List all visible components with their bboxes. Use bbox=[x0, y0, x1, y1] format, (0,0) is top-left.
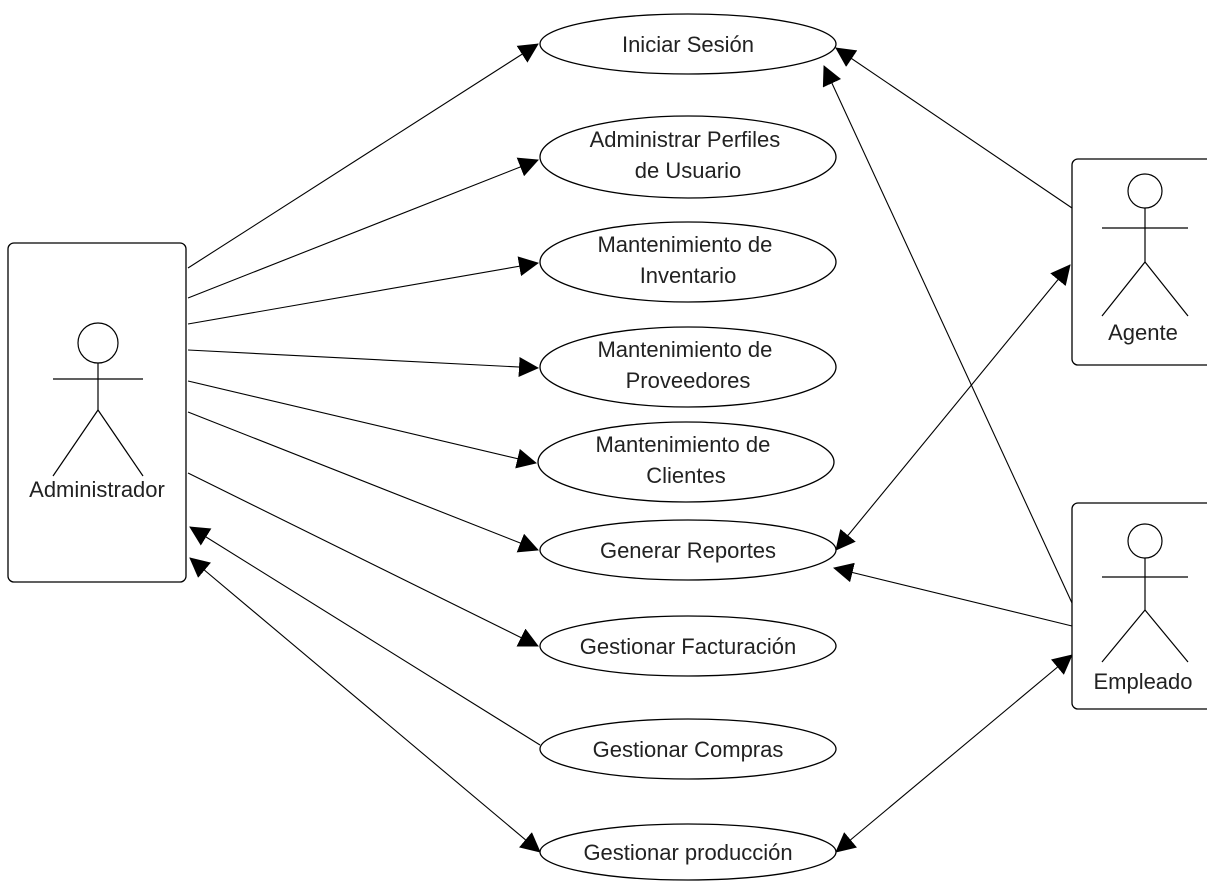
relationship-administrador-mant-inventario bbox=[187, 256, 539, 325]
use-case-mant-inventario[interactable]: Mantenimiento de Inventario bbox=[539, 221, 837, 303]
use-case-ellipse bbox=[539, 326, 837, 408]
use-case-label-line: Inventario bbox=[640, 263, 737, 288]
use-case-gestionar-facturacion[interactable]: Gestionar Facturación bbox=[539, 615, 837, 677]
relationship-agente-iniciar-sesion bbox=[835, 47, 1073, 209]
stick-figure-icon bbox=[1101, 173, 1189, 317]
relationship-empleado-gestionar-produccion bbox=[835, 654, 1073, 853]
use-case-label: Gestionar Compras bbox=[593, 737, 784, 762]
use-case-ellipse bbox=[539, 519, 837, 581]
use-case-label: Generar Reportes bbox=[600, 538, 776, 563]
use-case-label-line: Gestionar Facturación bbox=[580, 634, 796, 659]
relationship-empleado-iniciar-sesion bbox=[822, 65, 1073, 604]
use-case-label: Gestionar producción bbox=[583, 840, 792, 865]
use-case-mant-proveedores[interactable]: Mantenimiento de Proveedores bbox=[539, 326, 837, 408]
use-case-label-line: Generar Reportes bbox=[600, 538, 776, 563]
use-case-label-line: Mantenimiento de bbox=[597, 337, 772, 362]
use-case-label: Mantenimiento de Proveedores bbox=[597, 337, 778, 393]
use-case-ellipse bbox=[539, 718, 837, 780]
relationship-administrador-iniciar-sesion bbox=[187, 43, 539, 269]
relationship-administrador-mant-proveedores bbox=[187, 349, 539, 378]
use-case-label-line: Proveedores bbox=[626, 368, 751, 393]
relationship-administrador-administrar-perfiles bbox=[187, 157, 539, 299]
use-case-generar-reportes[interactable]: Generar Reportes bbox=[539, 519, 837, 581]
use-case-label-line: Gestionar Compras bbox=[593, 737, 784, 762]
use-case-ellipse bbox=[537, 421, 835, 503]
use-case-label-line: Mantenimiento de bbox=[595, 432, 770, 457]
actor-box bbox=[1071, 158, 1207, 366]
use-case-label-line: Gestionar producción bbox=[583, 840, 792, 865]
use-case-label: Gestionar Facturación bbox=[580, 634, 796, 659]
use-case-gestionar-compras[interactable]: Gestionar Compras bbox=[539, 718, 837, 780]
actor-label: Empleado bbox=[1093, 669, 1192, 694]
relationship-gestionar-compras-administrador bbox=[189, 526, 541, 746]
use-case-label-line: Mantenimiento de bbox=[597, 232, 772, 257]
use-case-label: Iniciar Sesión bbox=[622, 32, 754, 57]
use-case-label: Mantenimiento de Inventario bbox=[597, 232, 778, 288]
use-case-gestionar-produccion[interactable]: Gestionar producción bbox=[539, 823, 837, 881]
actor-administrador[interactable]: Administrador bbox=[7, 242, 187, 583]
use-case-label-line: de Usuario bbox=[635, 158, 741, 183]
actor-agente[interactable]: Agente bbox=[1071, 158, 1207, 366]
use-case-label-line: Clientes bbox=[646, 463, 725, 488]
relationship-lines bbox=[187, 43, 1073, 853]
actor-empleado[interactable]: Empleado bbox=[1071, 502, 1207, 710]
use-case-iniciar-sesion[interactable]: Iniciar Sesión bbox=[539, 13, 837, 75]
use-case-ellipse bbox=[539, 221, 837, 303]
use-case-label: Administrar Perfiles de Usuario bbox=[590, 127, 787, 183]
use-case-ellipse bbox=[539, 615, 837, 677]
use-case-label: Mantenimiento de Clientes bbox=[595, 432, 776, 488]
relationship-empleado-generar-reportes bbox=[833, 562, 1073, 627]
stick-figure-icon bbox=[52, 322, 144, 477]
use-case-label-line: Iniciar Sesión bbox=[622, 32, 754, 57]
relationship-administrador-gestionar-facturacion bbox=[187, 472, 539, 647]
relationship-agente-generar-reportes bbox=[835, 264, 1071, 551]
use-case-mant-clientes[interactable]: Mantenimiento de Clientes bbox=[537, 421, 835, 503]
actor-label: Administrador bbox=[29, 477, 165, 502]
relationship-administrador-mant-clientes bbox=[187, 380, 537, 469]
actor-label: Agente bbox=[1108, 320, 1178, 345]
use-case-ellipse bbox=[539, 823, 837, 881]
use-case-ellipse bbox=[539, 115, 837, 199]
stick-figure-icon bbox=[1101, 523, 1189, 663]
relationship-administrador-generar-reportes bbox=[187, 411, 539, 553]
relationship-administrador-gestionar-produccion bbox=[189, 557, 541, 853]
use-case-administrar-perfiles[interactable]: Administrar Perfiles de Usuario bbox=[539, 115, 837, 199]
use-case-ellipse bbox=[539, 13, 837, 75]
use-case-label-line: Administrar Perfiles bbox=[590, 127, 781, 152]
